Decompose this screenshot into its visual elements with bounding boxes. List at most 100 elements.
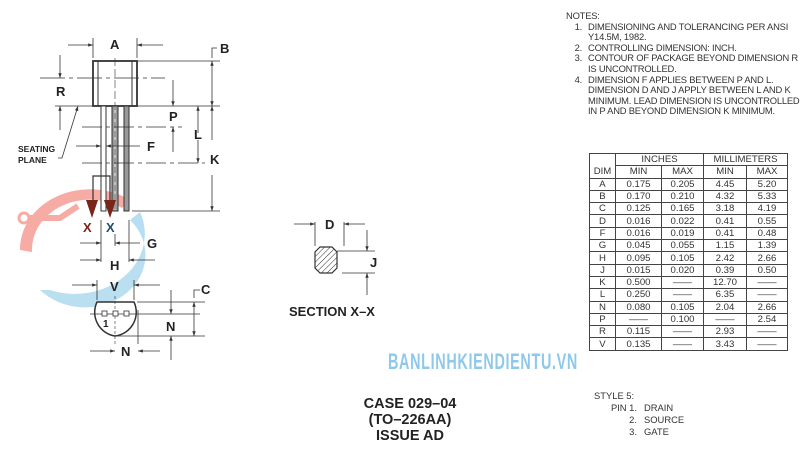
cell-dim: V xyxy=(589,337,616,351)
cell-mm-min: 3.18 xyxy=(703,202,747,216)
dim-label-p: P xyxy=(169,109,178,124)
note-line: DIMENSIONING AND TOLERANCING PER ANSI xyxy=(588,20,789,32)
cell-mm-min: 4.32 xyxy=(703,189,747,204)
cell-dim: L xyxy=(589,288,616,302)
table-row: P——0.100——2.54 xyxy=(589,312,788,327)
cell-inch-min: 0.175 xyxy=(615,177,662,191)
cell-mm-max: 2.66 xyxy=(746,251,788,265)
pin-row: 2. SOURCE xyxy=(594,414,684,426)
section-mark-x-2: X xyxy=(106,220,115,235)
cell-mm-max: 2.66 xyxy=(746,300,788,314)
pin-function: SOURCE xyxy=(644,414,685,425)
dim-label-b: B xyxy=(220,41,229,56)
col-header-inch-min: MIN xyxy=(615,165,662,179)
pin-1-label: 1 xyxy=(103,319,109,330)
dim-label-j: J xyxy=(370,255,377,270)
dimensions-table: INCHES MILLIMETERS DIM MIN MAX MIN MAX A… xyxy=(589,152,788,351)
pin-number: 2. xyxy=(629,414,637,425)
cell-mm-max: —— xyxy=(746,325,788,339)
cell-inch-min: 0.250 xyxy=(615,288,662,302)
note-line: IS UNCONTROLLED. xyxy=(588,62,677,74)
cell-inch-min: 0.016 xyxy=(615,226,662,241)
package-type: (TO–226AA) xyxy=(368,412,452,428)
dim-label-a: A xyxy=(110,37,120,52)
cell-mm-min: 4.45 xyxy=(703,177,747,191)
cell-inch-min: 0.135 xyxy=(615,337,662,351)
dim-label-k: K xyxy=(210,152,220,167)
cell-mm-min: 3.43 xyxy=(703,337,747,351)
col-header-dim: DIM xyxy=(589,165,616,179)
cell-mm-max: —— xyxy=(746,288,788,302)
table-group-header-row: INCHES MILLIMETERS xyxy=(589,152,788,167)
cell-inch-max: —— xyxy=(661,288,704,302)
cell-inch-max: 0.055 xyxy=(661,239,704,253)
note-text: CONTOUR OF PACKAGE BEYOND DIMENSION R IS… xyxy=(588,53,806,74)
col-header-inch-max: MAX xyxy=(661,165,704,179)
cell-mm-min: 1.15 xyxy=(703,239,747,253)
cell-mm-max: 2.54 xyxy=(746,312,788,327)
cell-dim: K xyxy=(589,275,616,290)
dim-label-n-horizontal: N xyxy=(121,344,130,359)
cell-dim: H xyxy=(589,251,616,265)
dim-label-r: R xyxy=(56,84,66,99)
col-header-mm-max: MAX xyxy=(746,165,788,179)
cell-inch-min: 0.045 xyxy=(615,239,662,253)
dim-label-h: H xyxy=(110,258,119,273)
note-number: 3. xyxy=(574,52,583,64)
cell-inch-min: 0.500 xyxy=(615,275,662,290)
cell-inch-max: 0.165 xyxy=(661,202,704,216)
note-text: DIMENSION F APPLIES BETWEEN P AND L. DIM… xyxy=(588,74,806,117)
case-number: CASE 029–04 xyxy=(363,396,457,412)
bottom-view-outline xyxy=(93,301,137,337)
cell-dim: F xyxy=(589,226,616,241)
cell-dim: G xyxy=(589,239,616,253)
inches-header: INCHES xyxy=(615,152,704,167)
cell-dim: J xyxy=(589,263,616,277)
cell-mm-min: 12.70 xyxy=(703,275,747,290)
cell-inch-min: 0.016 xyxy=(615,214,662,228)
dim-label-f: F xyxy=(147,139,155,154)
notes-block: NOTES: 1. DIMENSIONING AND TOLERANCING P… xyxy=(566,10,806,117)
dim-label-n-vertical: N xyxy=(166,319,175,334)
note-line: Y14.5M, 1982. xyxy=(588,31,647,43)
cell-inch-max: —— xyxy=(661,275,704,290)
cell-mm-max: 0.48 xyxy=(746,226,788,241)
cell-mm-max: 0.50 xyxy=(746,263,788,277)
cell-mm-min: 6.35 xyxy=(703,288,747,302)
cell-inch-max: 0.019 xyxy=(661,226,704,241)
section-mark-x-1: X xyxy=(83,220,92,235)
pin-number: 3. xyxy=(629,426,637,437)
dim-label-c: C xyxy=(201,282,211,297)
note-number: 2. xyxy=(574,41,583,53)
col-header-mm-min: MIN xyxy=(703,165,747,179)
dim-label-l: L xyxy=(194,127,202,142)
cell-mm-max: 5.33 xyxy=(746,189,788,204)
cell-inch-min: 0.115 xyxy=(615,325,662,339)
cell-dim: P xyxy=(589,312,616,327)
section-title: SECTION X–X xyxy=(289,304,375,319)
cell-mm-min: 2.93 xyxy=(703,325,747,339)
cell-mm-min: 2.04 xyxy=(703,300,747,314)
seating-plane-label: SEATING xyxy=(18,144,56,154)
note-line: CONTROLLING DIMENSION: INCH. xyxy=(588,41,737,53)
pin-function: DRAIN xyxy=(644,402,674,413)
section-arrows xyxy=(86,200,116,218)
cell-inch-min: 0.015 xyxy=(615,263,662,277)
pinout-style: STYLE 5: PIN 1. DRAIN 2. SOURCE 3. GATE xyxy=(594,390,684,438)
style-title: STYLE 5: xyxy=(594,390,635,401)
dim-label-v: V xyxy=(110,279,119,294)
note-line: IN P AND BEYOND DIMENSION K MINIMUM. xyxy=(588,105,775,117)
note-number: 1. xyxy=(574,20,583,32)
cell-inch-max: —— xyxy=(661,325,704,339)
cell-inch-min: —— xyxy=(615,312,662,327)
cell-inch-min: 0.125 xyxy=(615,202,662,216)
section-lead-profile xyxy=(314,246,338,274)
